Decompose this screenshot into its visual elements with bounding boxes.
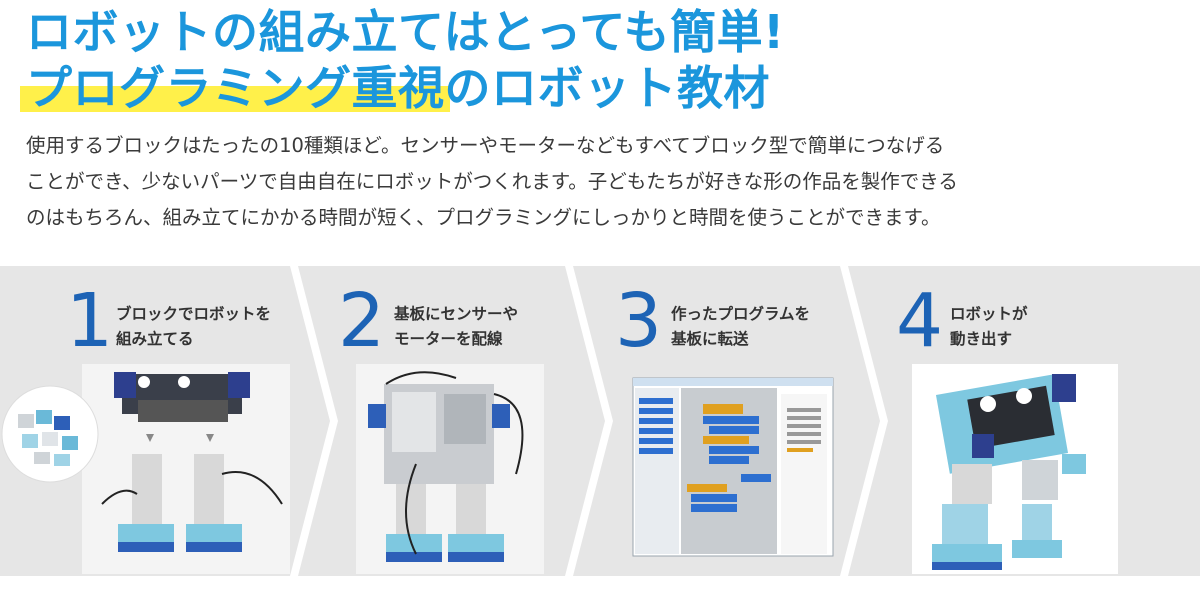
step-4-label-line-2: 動き出す	[950, 330, 1013, 348]
step-3-photo	[631, 364, 837, 574]
step-1-label-line-1: ブロックでロボットを	[116, 305, 272, 323]
step-4-number: 4	[896, 278, 944, 364]
step-1: 1 ブロックでロボットを 組み立てる	[0, 266, 330, 576]
headline: ロボットの組み立てはとっても簡単! プログラミング重視のロボット教材	[20, 4, 785, 116]
headline-line-1: ロボットの組み立てはとっても簡単!	[26, 5, 785, 59]
step-2-label-line-2: モーターを配線	[394, 330, 503, 348]
step-4-label-line-1: ロボットが	[950, 305, 1028, 323]
parts-circle-image	[1, 385, 99, 483]
headline-line-2-wrap: プログラミング重視のロボット教材	[20, 60, 785, 116]
board-wiring-image	[356, 364, 544, 574]
step-1-number: 1	[66, 278, 114, 364]
step-3-label-line-1: 作ったプログラムを	[671, 305, 811, 323]
headline-line-2: プログラミング重視のロボット教材	[26, 61, 770, 115]
intro-line-1: 使用するブロックはたったの10種類ほど。センサーやモーターなどもすべてブロック型…	[26, 134, 945, 157]
intro-line-2: ことができ、少ないパーツで自由自在にロボットがつくれます。子どもたちが好きな形の…	[26, 170, 958, 193]
step-3-label-line-2: 基板に転送	[671, 330, 749, 348]
step-2-label-line-1: 基板にセンサーや	[394, 305, 519, 323]
intro-line-3: のはもちろん、組み立てにかかる時間が短く、プログラミングにしっかりと時間を使うこ…	[26, 206, 941, 229]
robot-assembly-image	[82, 364, 290, 574]
step-1-label: ブロックでロボットを 組み立てる	[116, 302, 271, 352]
step-3-label: 作ったプログラムを 基板に転送	[671, 302, 810, 352]
programming-software-screenshot	[632, 377, 834, 557]
step-1-label-line-2: 組み立てる	[116, 330, 194, 348]
step-1-photo	[82, 364, 290, 574]
step-4: 4 ロボットが 動き出す	[848, 266, 1200, 576]
step-4-label: ロボットが 動き出す	[950, 302, 1028, 352]
step-4-photo	[912, 364, 1118, 574]
step-2-number: 2	[338, 278, 386, 364]
step-2: 2 基板にセンサーや モーターを配線	[298, 266, 605, 576]
step-2-photo	[356, 364, 544, 574]
step-3-number: 3	[615, 278, 663, 364]
moving-robot-image	[912, 364, 1118, 574]
step-3: 3 作ったプログラムを 基板に転送	[573, 266, 880, 576]
intro-paragraph: 使用するブロックはたったの10種類ほど。センサーやモーターなどもすべてブロック型…	[26, 128, 1036, 236]
step-2-label: 基板にセンサーや モーターを配線	[394, 302, 518, 352]
